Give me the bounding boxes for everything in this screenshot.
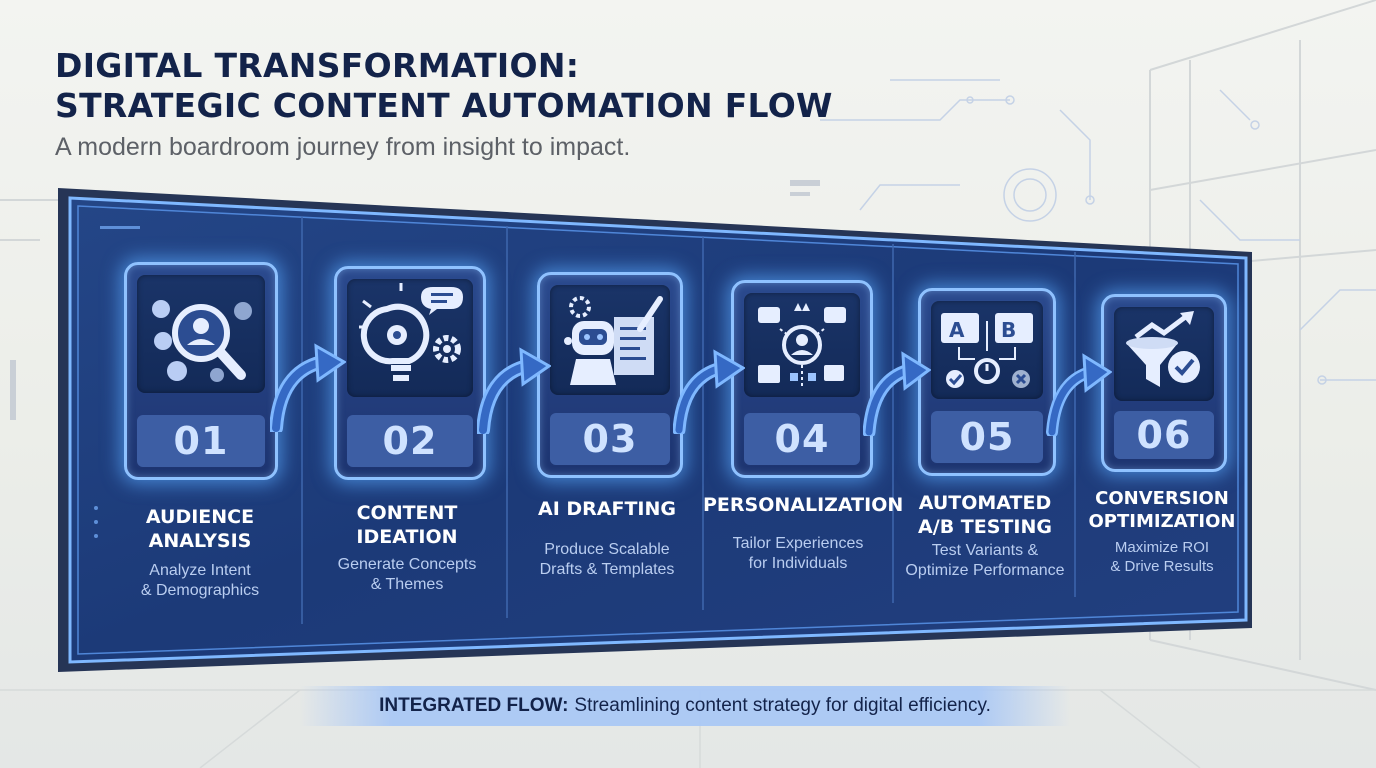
magnifier-people-icon	[152, 300, 252, 382]
step-card-01: 01	[124, 262, 278, 480]
step-label-03: AI DRAFTING	[517, 497, 697, 521]
step-desc-line-2: & Drive Results	[1110, 558, 1214, 575]
step-label-line-1: CONVERSION	[1095, 488, 1229, 509]
step-label-01: AUDIENCE ANALYSIS	[110, 505, 290, 553]
step-number: 01	[173, 419, 229, 463]
step-desc-line-2: Drafts & Templates	[539, 561, 675, 578]
step-desc-line-2: for Individuals	[748, 555, 848, 572]
step-label-line-1: AUDIENCE	[145, 506, 255, 528]
step-card-02: 02	[334, 266, 486, 480]
step-label-04: PERSONALIZATION	[703, 493, 903, 517]
icon-box	[1114, 307, 1214, 401]
step-label-line-1: AUTOMATED	[918, 492, 1052, 514]
step-desc-line-1: Analyze Intent	[149, 562, 251, 579]
step-number: 03	[582, 417, 638, 461]
flow-arrow-icon	[673, 349, 745, 434]
footer-text: Streamlining content strategy for digita…	[574, 695, 991, 716]
step-label-line-2: OPTIMIZATION	[1088, 511, 1236, 532]
step-desc-03: Produce Scalable Drafts & Templates	[517, 540, 697, 580]
footer-bold-label: INTEGRATED FLOW:	[379, 695, 569, 716]
step-desc-line-1: Tailor Experiences	[732, 535, 864, 552]
step-desc-line-1: Test Variants &	[931, 542, 1039, 559]
step-label-line-2: A/B TESTING	[918, 516, 1052, 538]
lightbulb-gears-icon	[359, 283, 463, 381]
step-desc-line-1: Maximize ROI	[1114, 539, 1210, 556]
icon-box	[347, 279, 473, 397]
page-title: DIGITAL TRANSFORMATION: STRATEGIC CONTEN…	[55, 46, 833, 126]
flow-arrow-icon	[477, 347, 551, 434]
flow-arrow-icon	[863, 351, 931, 436]
step-number: 04	[774, 417, 830, 461]
step-desc-line-2: & Themes	[370, 576, 444, 593]
step-desc-05: Test Variants & Optimize Performance	[890, 541, 1080, 581]
step-number-box: 06	[1114, 411, 1214, 459]
step-desc-04: Tailor Experiences for Individuals	[708, 534, 888, 574]
step-desc-line-1: Produce Scalable	[544, 541, 670, 558]
page-subtitle: A modern boardroom journey from insight …	[55, 133, 631, 161]
funnel-check-icon	[1126, 311, 1200, 387]
user-network-icon	[758, 303, 846, 389]
step-number: 06	[1136, 413, 1192, 457]
svg-text:A: A	[949, 318, 965, 342]
flow-arrow-icon	[1046, 353, 1112, 436]
step-card-04: 04	[731, 280, 873, 478]
icon-box	[550, 285, 670, 395]
step-label-line-2: ANALYSIS	[148, 530, 252, 552]
step-desc-line-1: Generate Concepts	[337, 556, 477, 573]
step-card-06: 06	[1101, 294, 1227, 472]
step-number: 05	[959, 415, 1015, 459]
title-line-2: STRATEGIC CONTENT AUTOMATION FLOW	[55, 86, 833, 125]
step-number-box: 03	[550, 413, 670, 465]
robot-writing-icon	[564, 296, 663, 385]
step-label-line-1: PERSONALIZATION	[703, 494, 904, 516]
step-desc-line-2: Optimize Performance	[905, 562, 1065, 579]
step-label-06: CONVERSION OPTIMIZATION	[1072, 487, 1252, 533]
icon-box	[744, 293, 860, 397]
step-label-line-1: AI DRAFTING	[537, 498, 676, 520]
title-line-1: DIGITAL TRANSFORMATION:	[55, 46, 580, 85]
step-desc-06: Maximize ROI & Drive Results	[1072, 538, 1252, 576]
flow-arrow-icon	[270, 343, 346, 432]
footer-banner: INTEGRATED FLOW: Streamlining content st…	[300, 686, 1070, 726]
step-desc-02: Generate Concepts & Themes	[317, 555, 497, 595]
step-number-box: 02	[347, 415, 473, 467]
step-label-02: CONTENT IDEATION	[317, 501, 497, 549]
ab-test-icon: A B	[941, 313, 1033, 388]
icon-box	[137, 275, 265, 393]
step-number-box: 05	[931, 411, 1043, 463]
step-desc-line-2: & Demographics	[140, 582, 260, 599]
step-card-05: A B 05	[918, 288, 1056, 476]
step-number-box: 04	[744, 413, 860, 465]
icon-box: A B	[931, 301, 1043, 399]
step-label-05: AUTOMATED A/B TESTING	[895, 491, 1075, 539]
step-card-03: 03	[537, 272, 683, 478]
step-label-line-1: CONTENT	[356, 502, 458, 524]
step-number: 02	[382, 419, 438, 463]
step-label-line-2: IDEATION	[356, 526, 458, 548]
svg-text:B: B	[1001, 318, 1016, 342]
step-number-box: 01	[137, 415, 265, 467]
step-desc-01: Analyze Intent & Demographics	[110, 561, 290, 601]
